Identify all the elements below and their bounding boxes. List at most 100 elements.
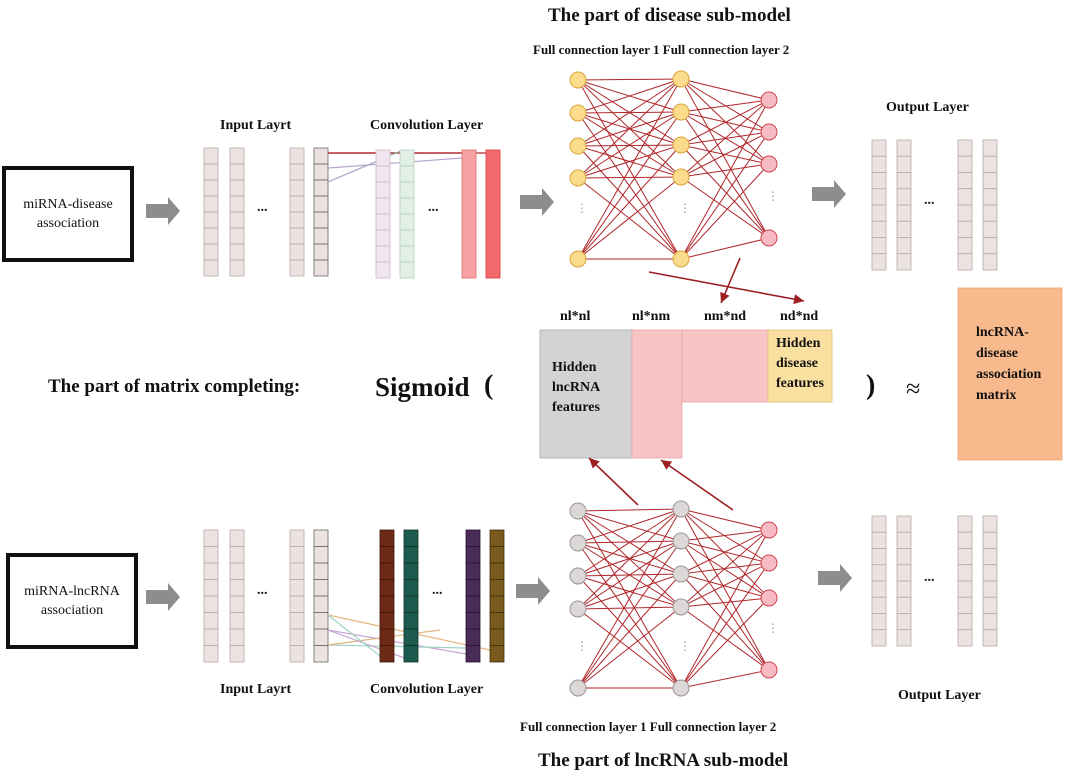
top-output-column-2-cell [957, 220, 973, 238]
bottom-network-fc1-node [569, 600, 587, 618]
bottom-input-column-0-cell [203, 579, 219, 597]
top-conv-to-fc-arrow [520, 188, 554, 216]
top-input-arrow [146, 197, 180, 225]
bottom-input-column-1-cell [229, 645, 245, 663]
bottom-input-column-2-cell [289, 579, 305, 597]
top-network-edge-l2-l3 [680, 131, 770, 178]
bottom-network-output-node [760, 521, 778, 539]
top-input-column-2-cell [289, 147, 305, 165]
bottom-output-column-0-cell [871, 580, 887, 598]
bottom-conv-column-3-cell [489, 546, 505, 564]
top-network-edge-l1-l2 [577, 78, 682, 147]
top-network-edge-l2-l3 [680, 131, 770, 260]
bottom-network-fc1-node [569, 679, 587, 697]
top-input-column-3-cell [313, 211, 329, 229]
top-output-column-0-cell [871, 188, 887, 206]
bottom-output-column-0-cell [871, 548, 887, 566]
top-conv-column-1-cell [399, 181, 415, 199]
top-output-column-3-cell [982, 172, 998, 190]
bottom-network-edge-l1-l2 [577, 606, 682, 610]
bottom-input-column-1-cell [229, 529, 245, 547]
bottom-conv-column-1-cell [403, 645, 419, 663]
top-output-column-3-cell [982, 220, 998, 238]
title-lncrna-submodel: The part of lncRNA sub-model [538, 750, 789, 771]
bottom-network-edge-l2-l3 [680, 540, 770, 599]
bottom-conv-column-3-cell [489, 562, 505, 580]
bottom-network-edge-l1-l2 [577, 573, 682, 689]
bottom-conv-column-3-cell [489, 645, 505, 663]
bottom-fc-layers-label: Full connection layer 1 Full connection … [520, 719, 777, 734]
bottom-output-column-2-cell [957, 629, 973, 647]
bottom-input-column-1-cell [229, 595, 245, 613]
top-input-column-0-cell [203, 179, 219, 197]
top-network-edge-l2-l3 [680, 237, 770, 260]
bottom-output-column-2-cell [957, 548, 973, 566]
bottom-conv-column-1-cell [403, 628, 419, 646]
hidden-disease-features-label: Hidden disease features [776, 336, 824, 391]
bottom-input-column-1-cell [229, 612, 245, 630]
top-conv-link-line [327, 157, 463, 169]
top-input-column-2-cell [289, 211, 305, 229]
bottom-network-edge-l1-l2 [577, 573, 682, 610]
bottom-conv-link-line [327, 629, 467, 655]
top-output-column-3-cell [982, 237, 998, 255]
bottom-network-edge-l1-l2 [577, 575, 682, 689]
bottom-output-column-1-cell [896, 613, 912, 631]
top-output-column-0-cell [871, 220, 887, 238]
top-conv-column-3-cell [485, 149, 501, 279]
bottom-input-column-1-cell [229, 562, 245, 580]
bottom-output-column-0-cell [871, 629, 887, 647]
bottom-conv-column-3-cell [489, 529, 505, 547]
top-conv-column-0-cell [375, 245, 391, 263]
bottom-input-column-2-cell [289, 628, 305, 646]
dim-label-nd-nd: nd*nd [780, 309, 819, 324]
top-output-column-3-cell [982, 204, 998, 222]
nl-nm-block [631, 329, 683, 459]
top-input-column-2-cell [289, 243, 305, 261]
top-network-edge-l2-l3 [680, 99, 770, 146]
top-output-column-2-cell [957, 155, 973, 173]
top-input-column-3-cell [313, 243, 329, 261]
bottom-network-edge-l1-l2 [577, 542, 682, 689]
top-output-column-0-cell [871, 237, 887, 255]
bottom-input-column-3-cell [313, 562, 329, 580]
bottom-fc-to-output-arrow [818, 564, 852, 592]
top-output-column-2-cell [957, 204, 973, 222]
top-input-column-1-cell [229, 259, 245, 277]
top-input-column-0-cell [203, 163, 219, 181]
bottom-output-column-0-cell [871, 596, 887, 614]
bottom-network-edge-l2-l3 [680, 606, 770, 671]
bottom-network-edge-l2-l3 [680, 508, 770, 531]
top-network-edge-l1-l2 [577, 176, 682, 260]
top-network-fc1-node [569, 71, 587, 89]
top-network-edge-l2-l3 [680, 78, 770, 101]
top-network-edge-l2-l3 [680, 144, 770, 239]
top-to-nd-nd-arrow [648, 271, 805, 302]
bottom-input-column-3-cell [313, 645, 329, 663]
top-output-column-1-cell [896, 188, 912, 206]
bottom-network-edge-l1-l2 [577, 508, 682, 577]
bottom-conv-link-line [327, 644, 467, 649]
bottom-input-column-0-cell [203, 628, 219, 646]
top-network-fc1-node [569, 137, 587, 155]
bottom-output-column-0-cell [871, 531, 887, 549]
bottom-network-fc2-node [672, 532, 690, 550]
bottom-network-output-node [760, 589, 778, 607]
bottom-output-column-3-cell [982, 531, 998, 549]
lncrna-disease-matrix-label: lncRNA-disease association matrix [976, 325, 1042, 403]
top-output-column-2-cell [957, 139, 973, 157]
network-edges [577, 78, 770, 689]
top-input-column-1-cell [229, 243, 245, 261]
top-input-column-0-cell [203, 227, 219, 245]
bottom-network-edge-l1-l2 [577, 508, 682, 610]
top-output-column-1-cell [896, 155, 912, 173]
bottom-conv-column-2-cell [465, 628, 481, 646]
bottom-network-fc1-node [569, 567, 587, 585]
top-conv-column-0-cell [375, 197, 391, 215]
bottom-output-column-3-cell [982, 515, 998, 533]
bottom-input-column-0-cell [203, 612, 219, 630]
top-conv-ellipsis: ... [428, 200, 439, 215]
bottom-network-fc1-node [569, 534, 587, 552]
open-paren: ( [484, 370, 494, 401]
